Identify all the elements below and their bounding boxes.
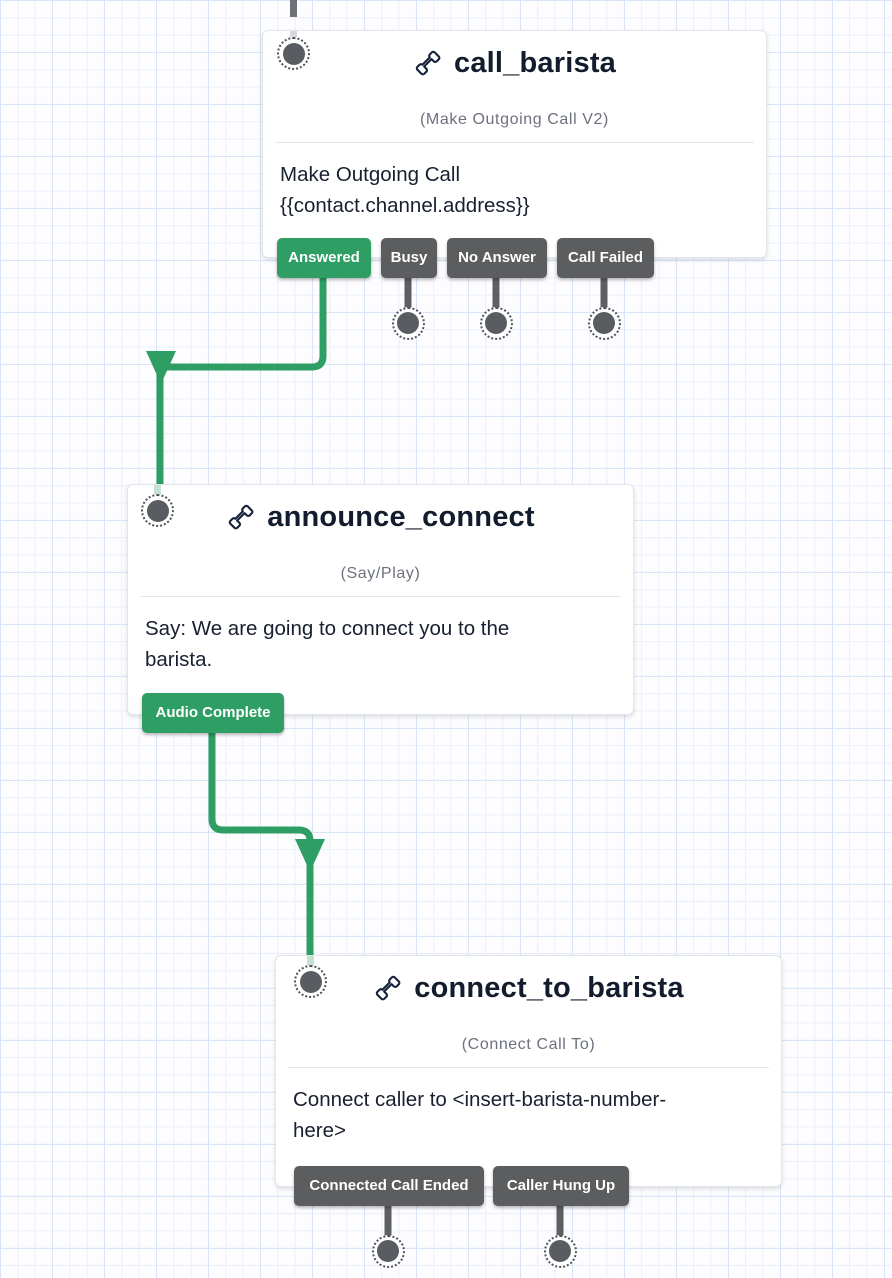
exit-port-caller-hung-up[interactable] — [543, 1234, 577, 1268]
widget-title: connect_to_barista — [414, 971, 684, 1004]
transition-row: Audio Complete — [142, 693, 284, 733]
port-dot — [485, 312, 507, 334]
port-dot — [282, 42, 305, 65]
divider — [140, 596, 621, 597]
divider — [288, 1067, 769, 1068]
widget-type-label: (Connect Call To) — [461, 1036, 596, 1053]
transition-call-failed[interactable]: Call Failed — [557, 238, 654, 278]
port-dot — [299, 970, 322, 993]
transition-row: Connected Call Ended Caller Hung Up — [294, 1166, 629, 1206]
exit-stems-connect-barista — [384, 1203, 564, 1242]
exit-port-busy[interactable] — [391, 306, 425, 340]
port-dot — [377, 1240, 399, 1262]
incoming-connector-fade — [307, 956, 314, 971]
widget-header: connect_to_barista — [276, 968, 781, 1008]
widget-header: announce_connect — [128, 497, 633, 537]
transition-busy[interactable]: Busy — [381, 238, 437, 278]
phone-handset-icon — [415, 50, 441, 76]
transition-answered[interactable]: Answered — [277, 238, 371, 278]
widget-input-port[interactable] — [277, 37, 310, 70]
widget-type-label: (Say/Play) — [340, 565, 421, 582]
incoming-connector-fade — [154, 485, 161, 500]
phone-handset-icon — [229, 504, 254, 530]
widget-header: call_barista — [263, 43, 766, 83]
widget-title: call_barista — [454, 46, 616, 79]
exit-port-no-answer[interactable] — [479, 306, 513, 340]
connector-audio-complete-to-connect — [208, 730, 314, 957]
widget-announce-connect[interactable]: announce_connect (Say/Play) Say: We are … — [127, 484, 634, 733]
divider — [275, 142, 754, 143]
transition-connected-call-ended[interactable]: Connected Call Ended — [294, 1166, 484, 1206]
widget-input-port[interactable] — [141, 494, 174, 527]
widget-type-label: (Make Outgoing Call V2) — [420, 111, 609, 128]
connector-answered-to-announce — [156, 275, 327, 486]
transition-audio-complete[interactable]: Audio Complete — [142, 693, 284, 733]
port-dot — [146, 499, 169, 522]
arrowhead-audio-complete — [295, 839, 325, 872]
port-dot — [593, 312, 615, 334]
exit-port-connected-call-ended[interactable] — [371, 1234, 405, 1268]
phone-handset-icon — [375, 975, 401, 1001]
widget-summary: Say: We are going to connect you to the … — [145, 617, 510, 671]
widget-summary: Connect caller to <insert-barista-number… — [293, 1088, 667, 1142]
exit-stems-call-barista — [404, 275, 608, 314]
widget-title: announce_connect — [267, 500, 535, 533]
port-dot — [397, 312, 419, 334]
widget-input-port[interactable] — [294, 965, 327, 998]
widget-connect-to-barista[interactable]: connect_to_barista (Connect Call To) Con… — [275, 955, 782, 1206]
port-dot — [549, 1240, 571, 1262]
transition-row: Answered Busy No Answer Call Failed — [277, 238, 654, 278]
widget-summary: Make Outgoing Call {{contact.channel.add… — [280, 163, 530, 217]
exit-port-call-failed[interactable] — [587, 306, 621, 340]
arrowhead-answered — [146, 351, 176, 384]
transition-caller-hung-up[interactable]: Caller Hung Up — [493, 1166, 629, 1206]
transition-no-answer[interactable]: No Answer — [447, 238, 547, 278]
widget-call-barista[interactable]: call_barista (Make Outgoing Call V2) Mak… — [262, 30, 767, 278]
